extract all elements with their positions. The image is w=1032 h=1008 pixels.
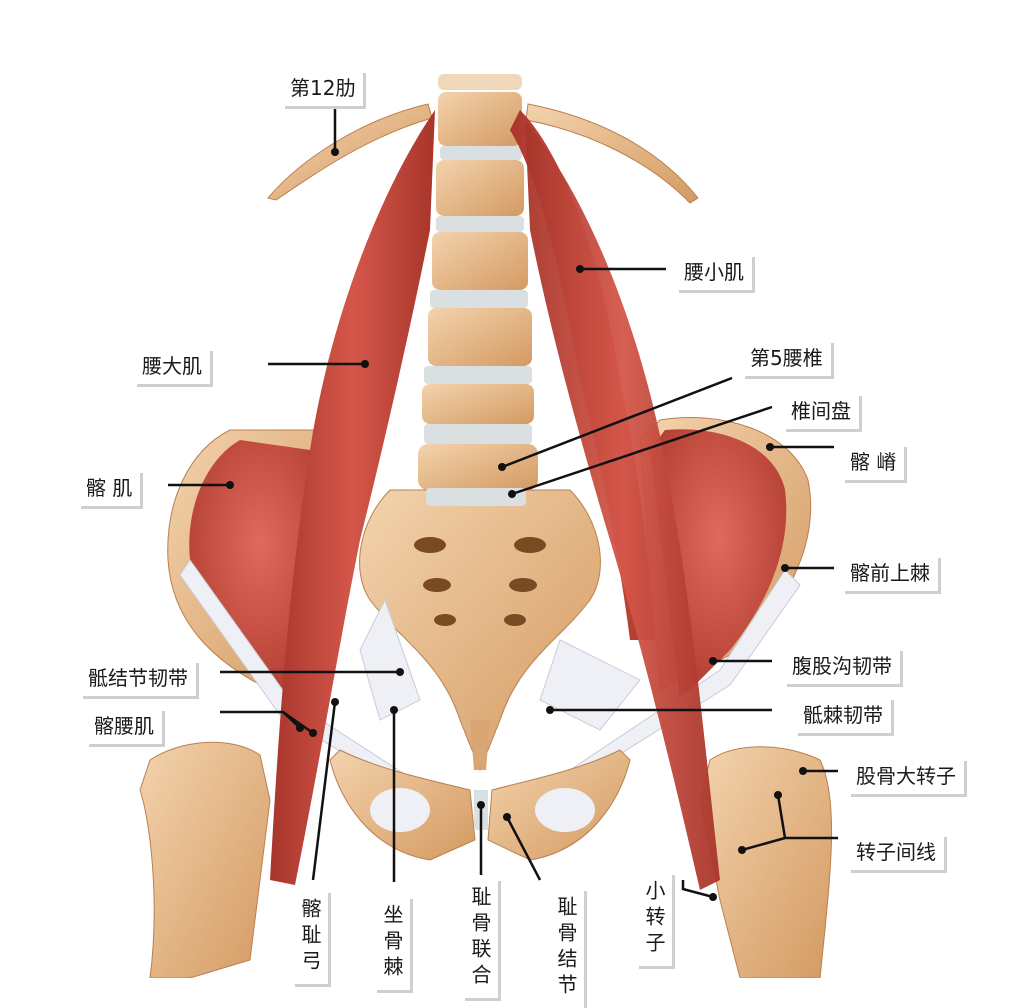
label-rib-12: 第12肋: [282, 70, 364, 106]
psoas-major-right: [525, 120, 720, 890]
rib-12-right: [525, 103, 699, 204]
sacrospinous-ligament-right: [539, 639, 641, 731]
label-l5: 第5腰椎: [742, 340, 831, 376]
label-inguinal: 腹股沟韧带: [784, 648, 900, 684]
label-iliac-crest: 髂 嵴: [842, 444, 905, 480]
femur-right: [699, 746, 833, 978]
label-lesser-trochanter: 小转子: [636, 872, 672, 966]
label-iliopsoas: 髂腰肌: [86, 708, 162, 744]
lumbar-spine: [418, 74, 538, 506]
anatomy-diagram: 第12肋 腰小肌 第5腰椎 椎间盘 腰大肌 髂 嵴 髂 肌 髂前上棘 骶结节韧带…: [78, 70, 964, 1000]
label-pubic-tubercle: 耻骨结节: [548, 888, 584, 1008]
sacrotuberous-ligament-left: [359, 598, 421, 721]
label-sacrospinous: 骶棘韧带: [795, 697, 891, 733]
label-psoas-major: 腰大肌: [134, 348, 210, 384]
label-iliopubic: 髂耻弓: [292, 890, 328, 984]
sacral-foramina: [414, 537, 546, 626]
label-disc: 椎间盘: [783, 393, 859, 429]
label-ischial-spine: 坐骨棘: [374, 896, 410, 990]
label-asis: 髂前上棘: [842, 555, 938, 591]
leader-lines: [168, 106, 838, 899]
coccyx: [470, 720, 490, 770]
label-greater-trochanter: 股骨大转子: [848, 758, 964, 794]
label-pubic-symphysis: 耻骨联合: [462, 878, 498, 998]
pelvis-illustration: [139, 74, 838, 978]
psoas-major-left: [270, 110, 435, 885]
leader-dots: [226, 148, 807, 901]
label-intertrochanteric: 转子间线: [848, 834, 944, 870]
obturator-right: [535, 788, 595, 832]
label-iliacus: 髂 肌: [78, 470, 141, 506]
label-psoas-minor: 腰小肌: [676, 254, 752, 290]
sacrum: [359, 489, 601, 772]
femur-left: [139, 741, 271, 978]
obturator-left: [370, 788, 430, 832]
label-sacrotuberous: 骶结节韧带: [80, 660, 196, 696]
